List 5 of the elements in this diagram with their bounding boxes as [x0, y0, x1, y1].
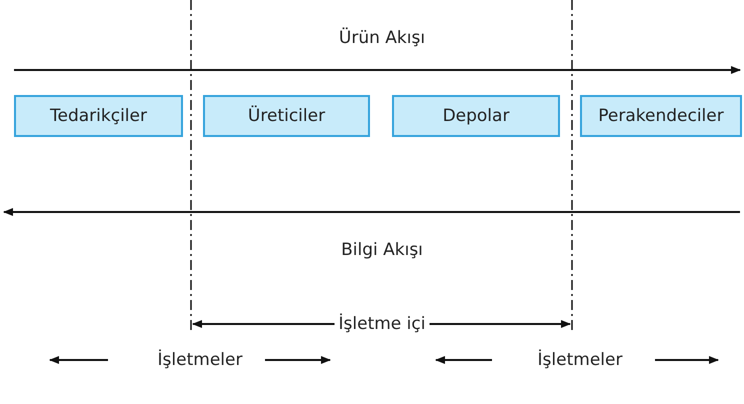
process-box: Perakendeciler — [580, 95, 742, 137]
dimension-label: İşletme içi — [334, 314, 430, 334]
process-box: Tedarikçiler — [14, 95, 183, 137]
process-box: Üreticiler — [203, 95, 370, 137]
process-box: Depolar — [392, 95, 560, 137]
